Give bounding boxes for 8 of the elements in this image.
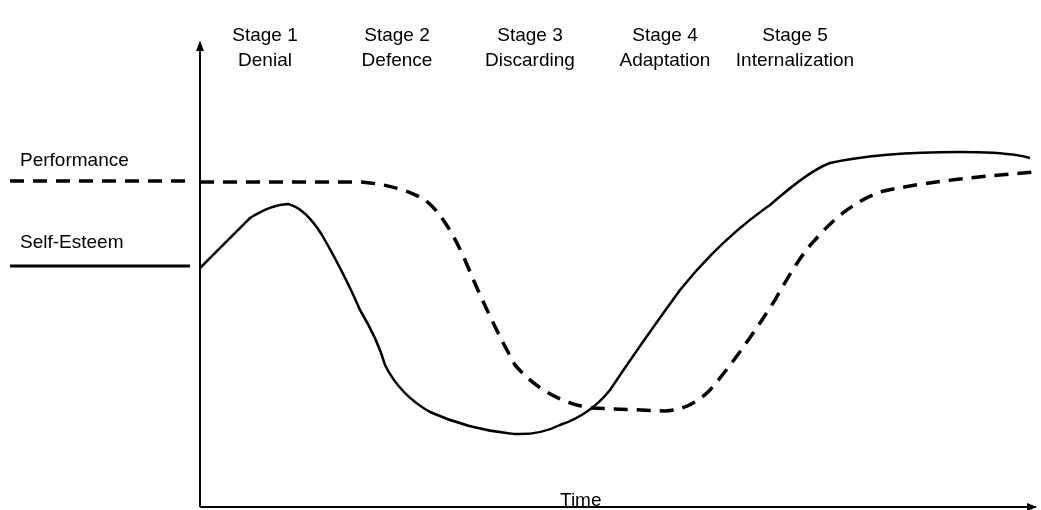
stage-label: Stage 4 Adaptation xyxy=(618,23,712,72)
stage-label: Stage 3 Discarding xyxy=(484,23,576,72)
stage-label: Stage 2 Defence xyxy=(360,23,434,72)
legend-label: Performance xyxy=(20,148,129,172)
stage-label: Stage 1 Denial xyxy=(231,23,299,72)
axis-label: Time xyxy=(560,488,602,510)
stage-label: Stage 5 Internalization xyxy=(735,23,855,72)
legend-label: Self-Esteem xyxy=(20,230,124,254)
